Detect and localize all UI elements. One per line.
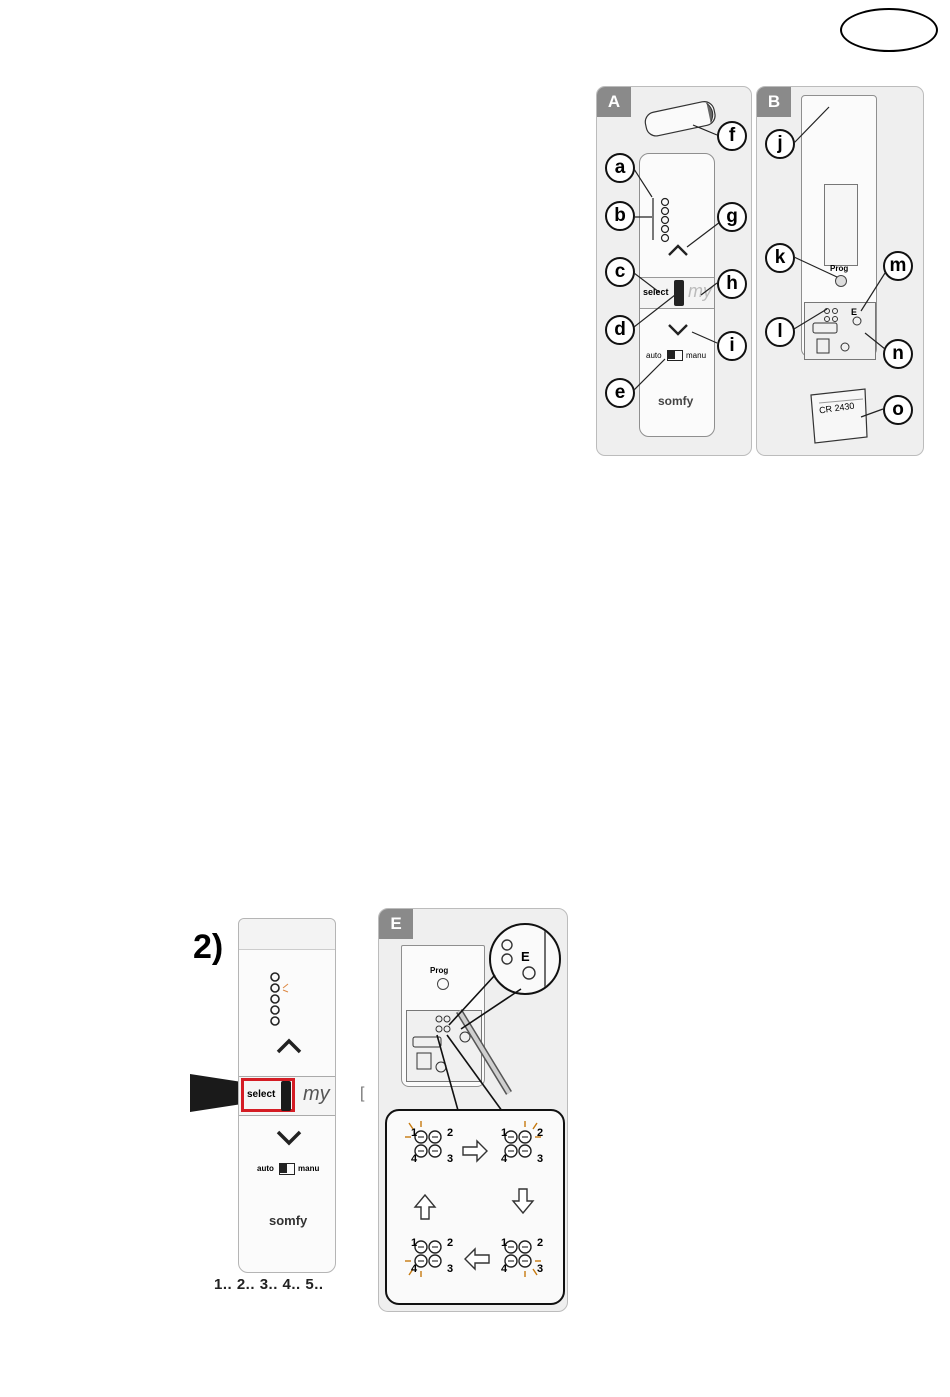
- led-num-4-c: 4: [411, 1263, 417, 1275]
- step-2-my-label: my: [303, 1083, 330, 1106]
- led-num-2-d: 2: [537, 1237, 543, 1249]
- led-num-2-a: 2: [447, 1127, 453, 1139]
- remote-top-cap: [239, 919, 335, 950]
- led-num-3-a: 3: [447, 1153, 453, 1165]
- led-num-3-b: 3: [537, 1153, 543, 1165]
- step-2-remote: select my auto manu somfy: [238, 918, 336, 1273]
- step-2-down-icon[interactable]: [275, 1129, 303, 1147]
- step-2-up-icon[interactable]: [275, 1037, 303, 1055]
- led-num-3-d: 3: [537, 1263, 543, 1275]
- step-2-label: 2): [193, 928, 223, 967]
- step-2-channel-leds: [253, 971, 289, 1029]
- bracket-mark: [: [360, 1085, 364, 1103]
- step-2-auto-label: auto: [257, 1164, 274, 1173]
- step-2-manu-label: manu: [298, 1164, 319, 1173]
- step-2-brand-logo: somfy: [269, 1213, 307, 1228]
- language-badge: [840, 8, 938, 52]
- count-sequence: 1.. 2.. 3.. 4.. 5..: [214, 1276, 324, 1293]
- led-num-1-d: 1: [501, 1237, 507, 1249]
- leader-lines-a: [597, 87, 753, 457]
- led-num-4-b: 4: [501, 1153, 507, 1165]
- figure-e-panel: E Prog E: [378, 908, 568, 1312]
- led-num-4-d: 4: [501, 1263, 507, 1275]
- step-2-select-band: select my: [239, 1076, 335, 1116]
- led-num-1-c: 1: [411, 1237, 417, 1249]
- led-num-2-c: 2: [447, 1237, 453, 1249]
- step-2-select-wheel[interactable]: [281, 1081, 291, 1111]
- led-num-4-a: 4: [411, 1153, 417, 1165]
- step-2-switch[interactable]: [279, 1163, 295, 1175]
- figure-b-panel: B Prog E CR 2430 j k l m n o: [756, 86, 924, 456]
- led-num-2-b: 2: [537, 1127, 543, 1139]
- led-num-3-c: 3: [447, 1263, 453, 1275]
- led-num-1-a: 1: [411, 1127, 417, 1139]
- step-2-auto-manu[interactable]: auto manu: [257, 1163, 327, 1177]
- step-2-select-label: select: [247, 1089, 275, 1100]
- pointer-beam-icon: [186, 1064, 244, 1120]
- figure-a-panel: A select my: [596, 86, 752, 456]
- led-num-1-b: 1: [501, 1127, 507, 1139]
- leader-lines-b: [757, 87, 925, 457]
